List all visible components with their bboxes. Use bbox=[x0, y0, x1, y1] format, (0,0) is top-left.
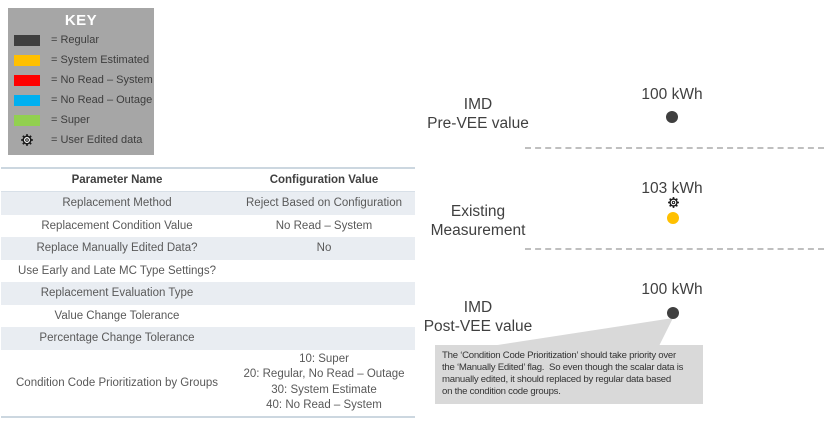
parameter-name-cell: Replacement Method bbox=[62, 197, 172, 210]
key-item-label: = System Estimated bbox=[51, 54, 150, 66]
column-header-parameter-name: Parameter Name bbox=[71, 174, 163, 186]
key-item-label: = No Read – Outage bbox=[51, 94, 153, 106]
post-vee-label: IMD Post-VEE value bbox=[423, 299, 533, 335]
table-row: Replacement Method Reject Based on Confi… bbox=[1, 192, 415, 215]
table-row: Replacement Evaluation Type bbox=[1, 282, 415, 305]
parameter-name-cell: Replacement Condition Value bbox=[41, 219, 193, 232]
key-title: KEY bbox=[64, 12, 98, 29]
parameter-name-cell: Value Change Tolerance bbox=[54, 309, 180, 322]
configuration-value-line: 20: Regular, No Read – Outage bbox=[243, 368, 405, 380]
regular-swatch bbox=[14, 34, 40, 46]
existing-measurement-dot bbox=[667, 212, 679, 224]
existing-measurement-label: Existing Measurement bbox=[430, 203, 526, 239]
callout-line: manually edited, it should replaced by r… bbox=[442, 373, 671, 385]
parameter-name-cell: Percentage Change Tolerance bbox=[39, 332, 195, 345]
table-row: Condition Code Prioritization by Groups … bbox=[1, 350, 415, 416]
key-item-super: = Super bbox=[8, 111, 154, 129]
callout-line: The ‘Condition Code Prioritization’ shou… bbox=[442, 350, 676, 361]
key-panel: KEY = Regular = System Estimated = No Re… bbox=[8, 8, 154, 155]
parameter-name-cell: Replace Manually Edited Data? bbox=[36, 242, 198, 255]
key-item-label: = Super bbox=[51, 114, 90, 126]
configuration-value-line: 40: No Read – System bbox=[266, 399, 382, 411]
configuration-value-line: 10: Super bbox=[299, 352, 349, 365]
table-row: Replacement Condition Value No Read – Sy… bbox=[1, 215, 415, 238]
table-row: Value Change Tolerance bbox=[1, 305, 415, 328]
table-row: Use Early and Late MC Type Settings? bbox=[1, 260, 415, 283]
key-item-no-read-system: = No Read – System bbox=[8, 71, 154, 89]
configuration-value-cell: Reject Based on Configuration bbox=[246, 197, 402, 210]
key-item-system-estimated: = System Estimated bbox=[8, 51, 154, 69]
no-read-outage-swatch bbox=[14, 94, 40, 106]
configuration-value-cell: 10: Super 20: Regular, No Read – Outage … bbox=[233, 352, 415, 414]
table-row: Replace Manually Edited Data? No bbox=[1, 237, 415, 260]
system-estimated-swatch bbox=[14, 54, 40, 66]
super-swatch bbox=[14, 114, 40, 126]
config-table: Parameter Name Configuration Value Repla… bbox=[1, 167, 415, 418]
no-read-system-swatch bbox=[14, 74, 40, 86]
configuration-value-cell: No Read – System bbox=[275, 219, 373, 232]
pre-vee-label: IMD Pre-VEE value bbox=[427, 96, 529, 132]
separator-dashed-line bbox=[525, 147, 824, 149]
callout: The ‘Condition Code Prioritization’ shou… bbox=[435, 345, 703, 404]
key-items: = Regular = System Estimated = No Read –… bbox=[8, 30, 154, 150]
table-row: Percentage Change Tolerance bbox=[1, 327, 415, 350]
user-edited-gear-icon bbox=[667, 196, 680, 209]
table-header-row: Parameter Name Configuration Value bbox=[1, 169, 415, 192]
column-header-configuration-value: Configuration Value bbox=[269, 174, 379, 186]
key-item-label: = No Read – System bbox=[51, 74, 153, 86]
configuration-value-line: 30: System Estimate bbox=[271, 383, 377, 396]
post-vee-value: 100 kWh bbox=[641, 281, 703, 298]
pre-vee-dot bbox=[666, 111, 678, 123]
parameter-name-cell: Condition Code Prioritization by Groups bbox=[16, 376, 218, 389]
parameter-name-cell: Use Early and Late MC Type Settings? bbox=[18, 264, 216, 277]
key-item-user-edited: = User Edited data bbox=[8, 131, 154, 149]
pre-vee-value: 100 kWh bbox=[641, 86, 703, 103]
separator-dashed-line bbox=[525, 248, 824, 250]
post-vee-dot bbox=[667, 307, 679, 319]
key-item-label: = User Edited data bbox=[51, 134, 143, 146]
gear-icon bbox=[20, 133, 34, 147]
parameter-name-cell: Replacement Evaluation Type bbox=[40, 287, 194, 300]
configuration-value-cell: No bbox=[316, 242, 332, 255]
key-item-regular: = Regular bbox=[8, 31, 154, 49]
callout-line: on the condition code groups. bbox=[442, 385, 561, 397]
callout-line: the ‘Manually Edited’ flag. So even thou… bbox=[442, 361, 684, 373]
key-item-no-read-outage: = No Read – Outage bbox=[8, 91, 154, 109]
key-item-label: = Regular bbox=[51, 34, 100, 46]
existing-measurement-value: 103 kWh bbox=[641, 180, 703, 197]
